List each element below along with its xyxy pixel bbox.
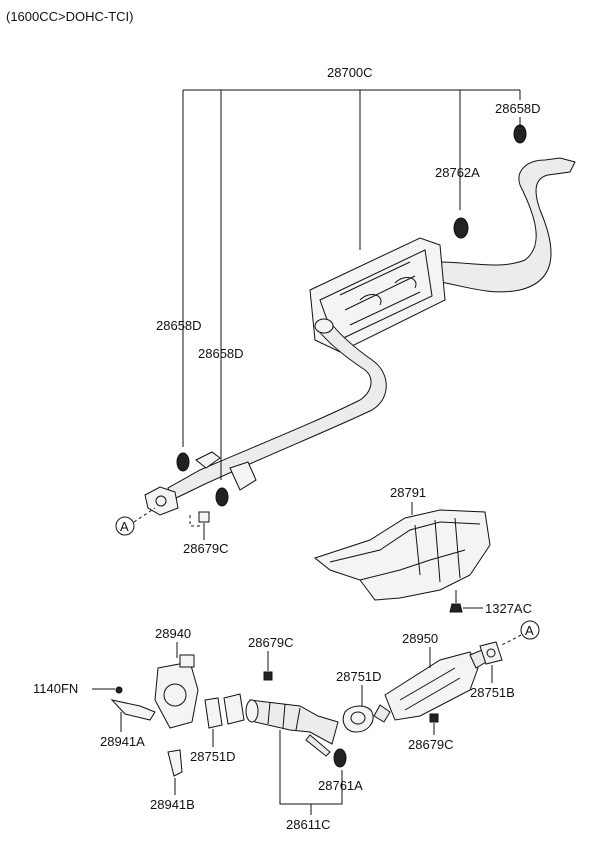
ref-circle-a-left [115,516,135,536]
label-28941A: 28941A [100,734,145,749]
label-28658D-left: 28658D [156,318,202,333]
label-28611C: 28611C [286,817,331,832]
label-28700C: 28700C [327,65,373,80]
label-28940: 28940 [155,626,191,641]
label-28679C-a: 28679C [183,541,229,556]
ref-a-right: A [525,623,534,638]
label-28791: 28791 [390,485,426,500]
label-1140FN: 1140FN [33,681,78,696]
label-28751D-b: 28751D [190,749,236,764]
rear-muffler-assembly [144,124,576,523]
label-28761A: 28761A [318,778,363,793]
label-28751B: 28751B [470,685,515,700]
catalytic-converter [373,649,487,723]
label-28762A: 28762A [435,165,480,180]
leader-28700C [182,89,521,480]
ref-circle-a-right [520,620,540,640]
front-pipe [245,699,347,768]
label-28658D-top: 28658D [495,101,541,116]
label-28751D-a: 28751D [336,669,382,684]
exhaust-manifold [110,654,199,777]
label-1327AC: 1327AC [485,601,532,616]
heat-shield [313,509,491,601]
ref-a-left: A [120,519,129,534]
label-28679C-c: 28679C [408,737,454,752]
label-28679C-b: 28679C [248,635,294,650]
label-28658D-mid: 28658D [198,346,244,361]
label-28950: 28950 [402,631,438,646]
engine-spec-title: (1600CC>DOHC-TCI) [6,9,134,24]
label-28941B: 28941B [150,797,195,812]
